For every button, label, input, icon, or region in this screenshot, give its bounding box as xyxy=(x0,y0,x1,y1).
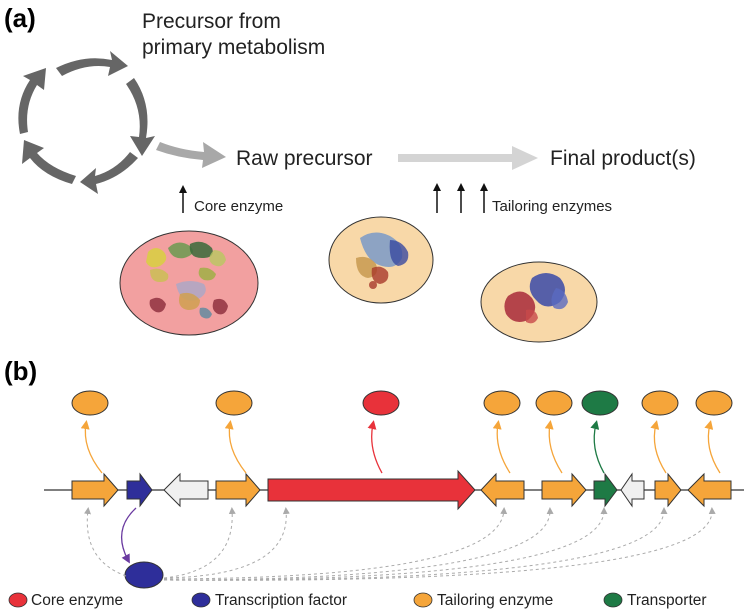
expr-arrow-1 xyxy=(80,420,103,474)
product-tailoring-4 xyxy=(535,390,573,416)
legend-swatch-tailoring xyxy=(413,592,433,608)
product-tailoring-1 xyxy=(71,390,109,416)
to-raw-arrow xyxy=(156,142,226,168)
expr-arrow-2 xyxy=(224,420,247,474)
cycle-arrow-left xyxy=(18,68,46,134)
legend: Core enzyme Transcription factor Tailori… xyxy=(8,592,707,609)
gene-core-enzyme xyxy=(267,469,476,511)
precursor-label-2: primary metabolism xyxy=(142,36,325,59)
product-transporter xyxy=(581,390,619,416)
expression-arrows xyxy=(80,420,721,564)
gene-cluster xyxy=(71,469,732,511)
product-tailoring-3 xyxy=(483,390,521,416)
gene-tailoring-4 xyxy=(541,472,587,508)
cycle-arrow-bottom-left xyxy=(22,140,76,184)
gene-other xyxy=(163,472,209,508)
expr-arrow-tf xyxy=(120,507,137,564)
gene-tailoring-1 xyxy=(71,472,119,508)
legend-swatch-core xyxy=(8,592,28,608)
gene-products xyxy=(71,390,733,589)
panel-a-label: (a) xyxy=(4,3,36,33)
final-products-label: Final product(s) xyxy=(550,147,696,170)
tailoring-enzyme-structure-1 xyxy=(328,216,434,304)
product-tailoring-6 xyxy=(695,390,733,416)
gene-other-2 xyxy=(620,472,645,508)
flow-arrow xyxy=(398,146,538,170)
legend-label-tailoring: Tailoring enzyme xyxy=(437,592,553,609)
metabolism-cycle xyxy=(18,51,155,194)
gene-transcription-factor xyxy=(126,472,153,508)
cycle-arrow-bottom-right xyxy=(80,152,138,194)
expr-arrow-transporter xyxy=(590,420,605,474)
legend-swatch-transporter xyxy=(603,592,623,608)
expr-arrow-6 xyxy=(704,420,721,474)
expr-arrow-5 xyxy=(650,420,667,474)
product-tailoring-2 xyxy=(215,390,253,416)
expr-arrow-4 xyxy=(544,420,563,474)
gene-tailoring-2 xyxy=(215,472,261,508)
cycle-arrow-right xyxy=(126,78,155,156)
cycle-arrow-top xyxy=(56,51,128,76)
legend-swatch-tf xyxy=(191,592,211,608)
product-core-enzyme xyxy=(362,390,400,416)
gene-tailoring-3 xyxy=(480,472,525,508)
legend-label-core: Core enzyme xyxy=(31,592,123,609)
gene-transporter xyxy=(593,472,618,508)
expr-arrow-core xyxy=(367,420,383,474)
precursor-label-1: Precursor from xyxy=(142,10,281,33)
legend-label-transporter: Transporter xyxy=(627,592,707,609)
tailoring-enzyme-structure-2 xyxy=(480,261,598,343)
legend-label-tf: Transcription factor xyxy=(215,592,347,609)
product-tailoring-5 xyxy=(641,390,679,416)
product-transcription-factor xyxy=(124,561,164,589)
core-enzyme-structure xyxy=(119,230,259,336)
panel-b-label: (b) xyxy=(4,356,37,386)
regulation-arrows xyxy=(84,507,716,581)
gene-tailoring-5 xyxy=(654,472,682,508)
expr-arrow-3 xyxy=(492,420,511,474)
core-enzyme-label: Core enzyme xyxy=(194,198,283,215)
raw-precursor-label: Raw precursor xyxy=(236,147,373,170)
gene-tailoring-6 xyxy=(687,472,732,508)
tailoring-enzymes-label: Tailoring enzymes xyxy=(492,198,612,215)
